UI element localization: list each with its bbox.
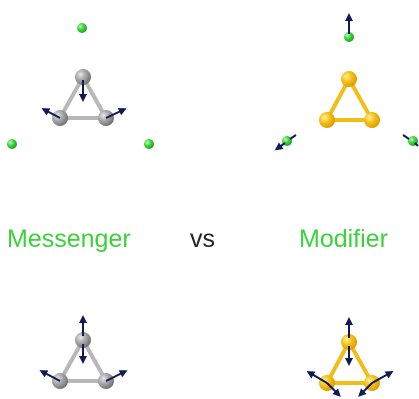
gray-atom — [75, 332, 91, 348]
messenger-cluster-top — [7, 23, 154, 149]
displacement-arrow — [39, 370, 61, 382]
modifier-cluster-bottom — [306, 317, 394, 397]
gold-atom — [364, 112, 380, 128]
versus-label: vs — [190, 225, 215, 253]
modifier-label: Modifier — [299, 225, 388, 253]
modifier-cluster-top — [274, 13, 419, 151]
displacement-arrow — [105, 108, 127, 119]
displacement-arrow — [358, 382, 373, 397]
green-ion — [77, 23, 87, 33]
messenger-cluster-bottom — [39, 315, 128, 389]
displacement-arrow — [414, 142, 419, 147]
green-ion — [344, 32, 354, 42]
green-ion — [144, 139, 154, 149]
displacement-arrow — [289, 134, 297, 140]
displacement-arrow — [402, 134, 410, 140]
displacement-arrow — [326, 382, 341, 397]
messenger-label: Messenger — [7, 225, 131, 253]
displacement-arrow — [41, 108, 61, 119]
displacement-arrow — [105, 370, 128, 382]
displacement-arrow — [371, 371, 394, 384]
gold-atom — [341, 71, 357, 87]
gray-atom — [75, 69, 91, 85]
green-ion — [7, 139, 17, 149]
gold-atom — [319, 112, 335, 128]
gold-atom — [341, 334, 357, 350]
displacement-arrow — [306, 370, 328, 384]
displacement-arrow — [274, 142, 286, 151]
